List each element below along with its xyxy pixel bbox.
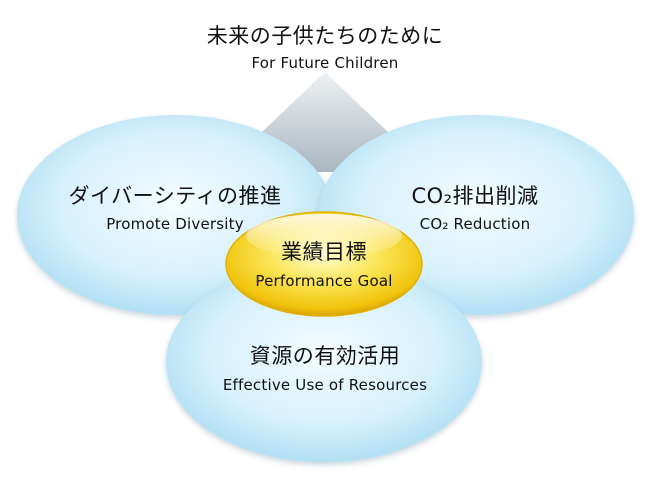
center-label-en: Performance Goal (255, 272, 393, 290)
right-label-en: CO₂ Reduction (419, 215, 531, 233)
center-label-jp: 業績目標 (281, 240, 367, 264)
top-label-en: For Future Children (251, 54, 399, 72)
bottom-label-jp: 資源の有効活用 (249, 344, 401, 368)
left-label-en: Promote Diversity (106, 215, 244, 233)
center-goal-highlight (246, 214, 402, 258)
bottom-label-en: Effective Use of Resources (222, 376, 428, 394)
top-label-jp: 未来の子供たちのために (206, 24, 444, 48)
left-label-jp: ダイバーシティの推進 (68, 184, 282, 208)
ellipse-bottom (166, 262, 482, 462)
right-label-jp: CO₂排出削減 (411, 184, 539, 208)
